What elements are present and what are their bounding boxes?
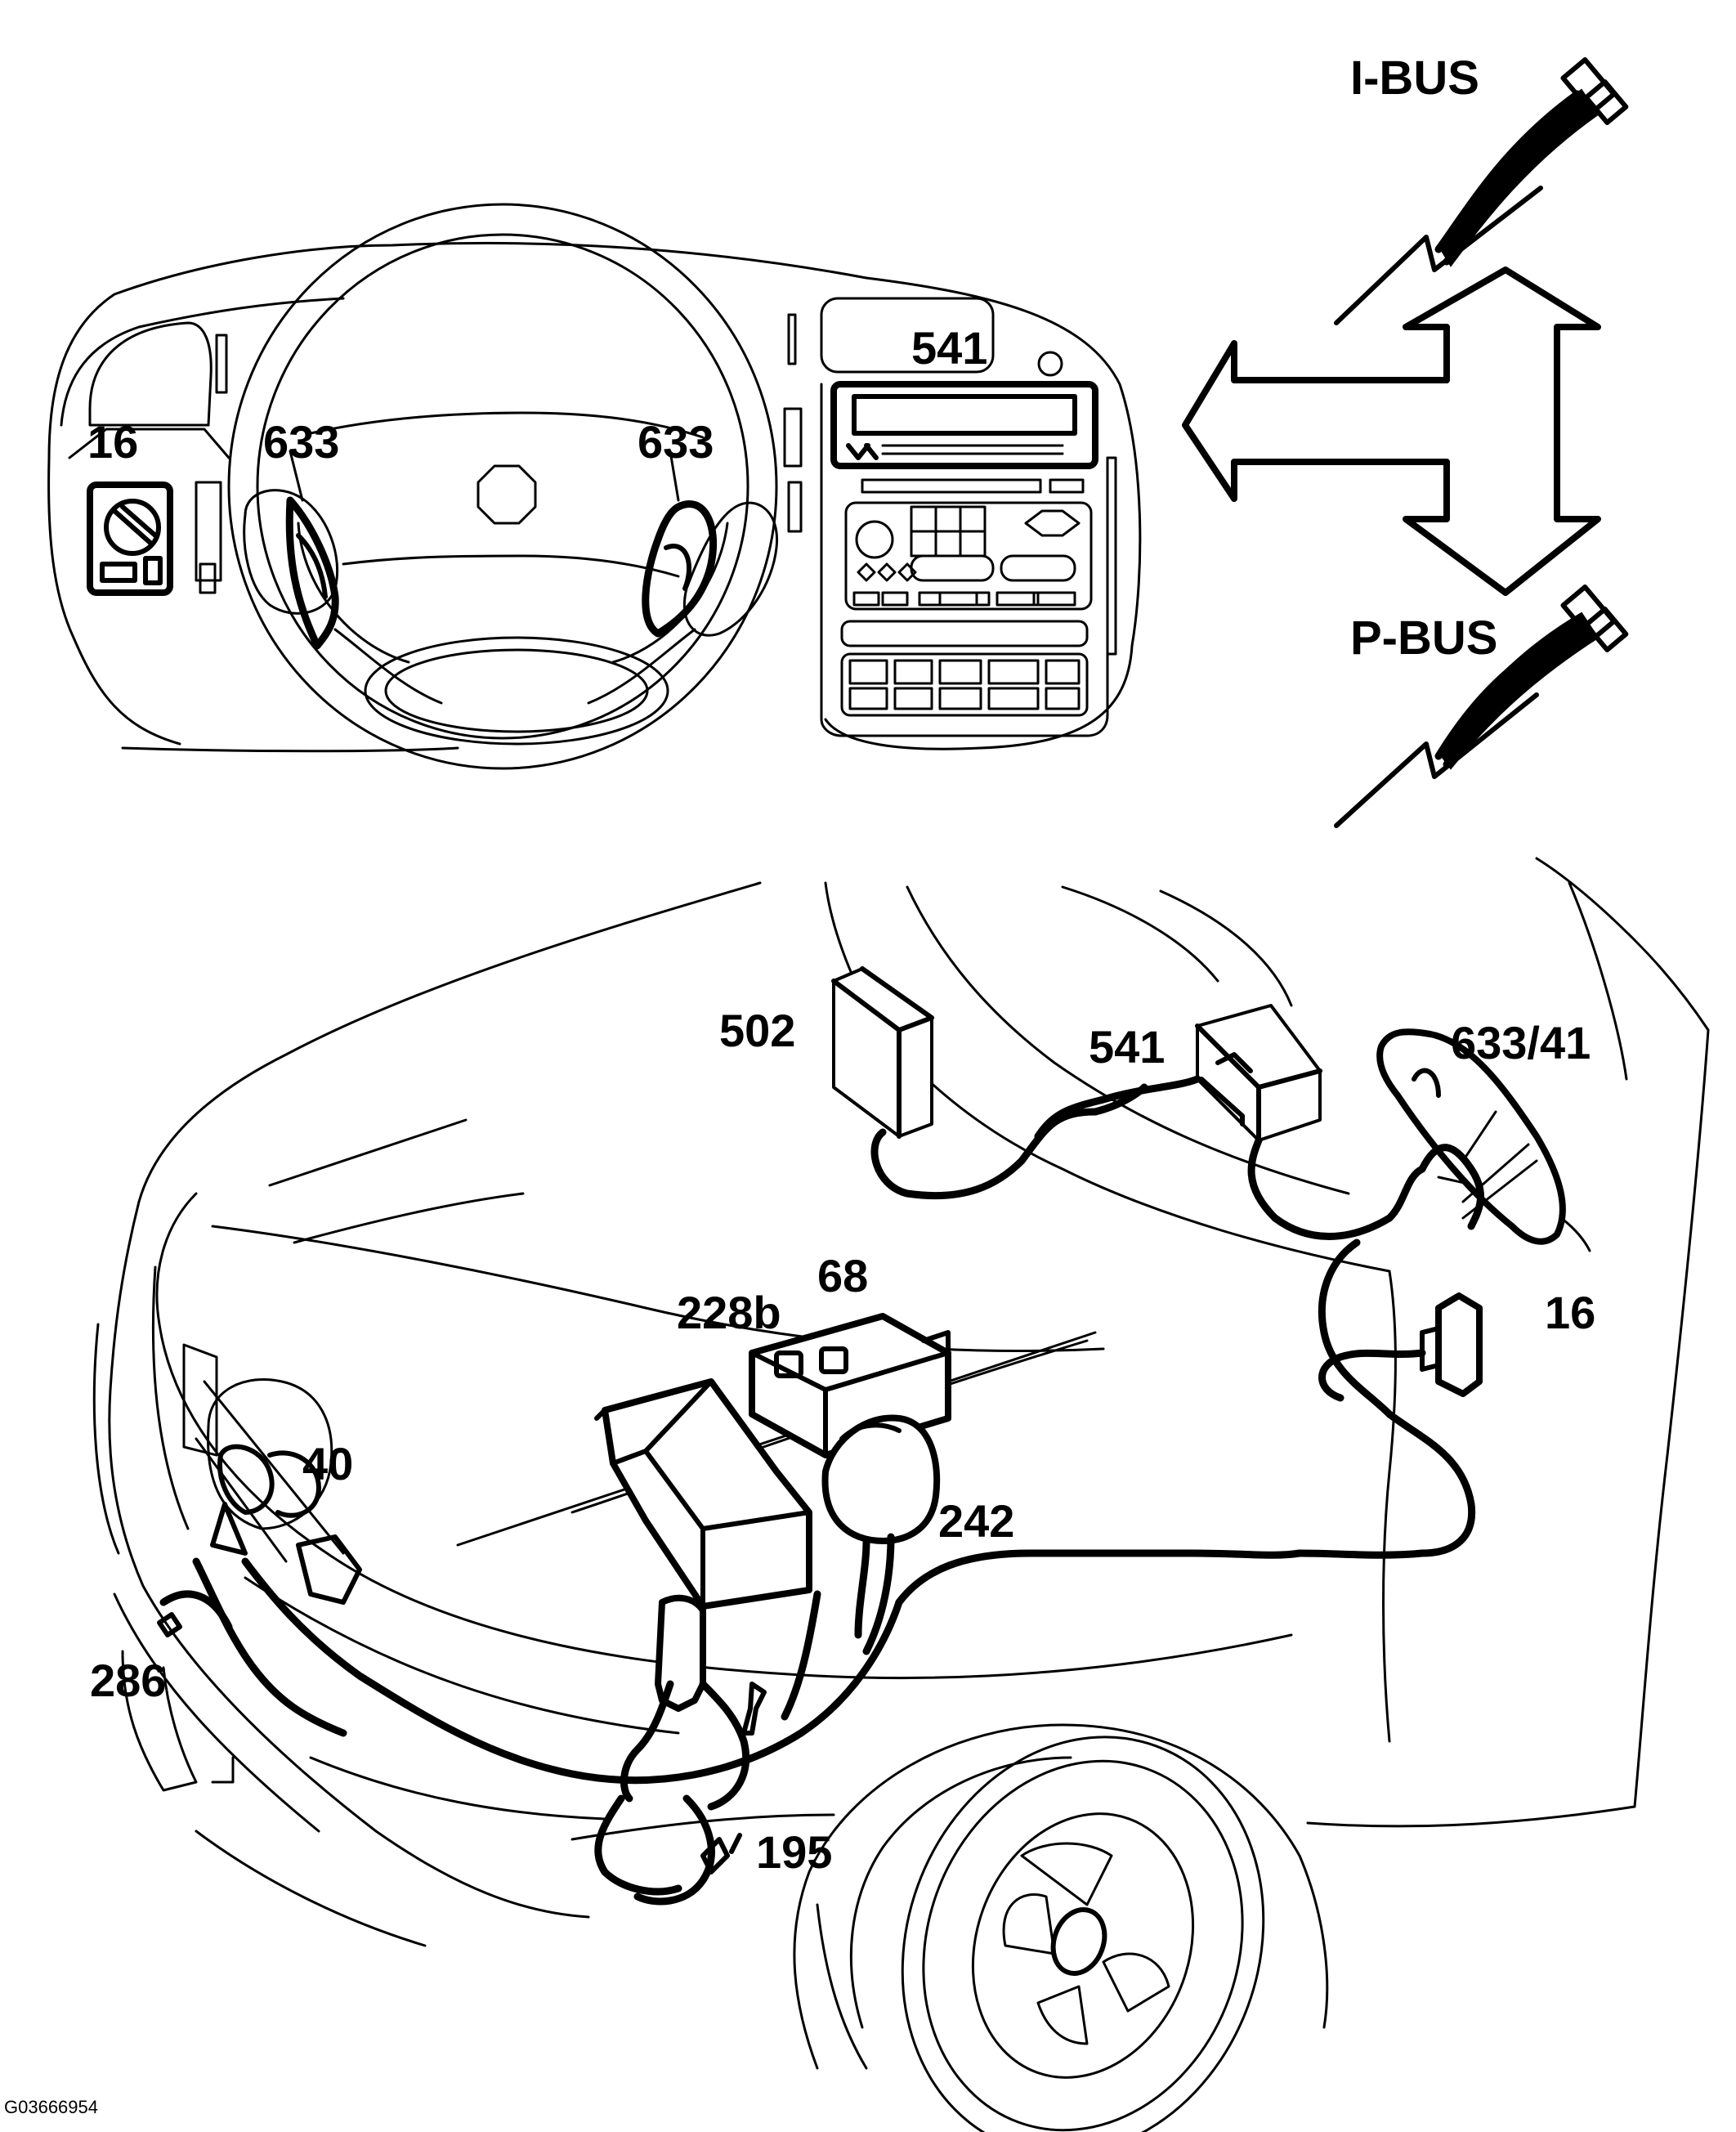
main-wiring-harness bbox=[157, 1549, 1304, 1906]
steering-wheel bbox=[227, 203, 778, 770]
callout-195: 195 bbox=[756, 1826, 832, 1878]
callout-633-right: 633 bbox=[638, 416, 714, 468]
bus-direction-arrow bbox=[1182, 266, 1601, 596]
center-console bbox=[783, 297, 1117, 737]
headlight-grille bbox=[182, 1343, 362, 1605]
callout-502: 502 bbox=[719, 1005, 795, 1056]
callout-16-vehicle: 16 bbox=[1545, 1287, 1595, 1338]
p-bus-connector bbox=[1334, 584, 1629, 828]
sid-display bbox=[830, 381, 1098, 469]
callout-228b: 228b bbox=[677, 1287, 781, 1338]
sid-module-541 bbox=[1034, 1004, 1426, 1240]
callout-541-dash: 541 bbox=[911, 322, 987, 374]
p-bus-label: P-BUS bbox=[1350, 611, 1497, 665]
steering-switch-633-41 bbox=[1376, 1028, 1566, 1245]
callout-16-dash: 16 bbox=[87, 416, 138, 468]
front-wheel bbox=[901, 1736, 1265, 2132]
callout-633-left: 633 bbox=[263, 416, 339, 468]
vehicle-view: 502 541 633/41 16 228b 68 40 242 286 195 bbox=[90, 857, 1710, 2132]
i-bus-label: I-BUS bbox=[1350, 52, 1479, 105]
callout-68: 68 bbox=[817, 1250, 868, 1301]
figure-id: G03666954 bbox=[4, 2097, 98, 2117]
dashboard-view: 16 633 633 541 bbox=[47, 203, 1142, 770]
light-switch-component bbox=[87, 481, 173, 596]
washer-reservoir bbox=[620, 1594, 767, 1811]
steering-switch-left bbox=[243, 489, 339, 650]
callout-242: 242 bbox=[938, 1495, 1014, 1547]
abs-unit-242 bbox=[821, 1414, 941, 1655]
callout-633-41: 633/41 bbox=[1451, 1017, 1591, 1068]
callout-286: 286 bbox=[90, 1655, 166, 1706]
bus-connections: I-BUS P-BUS bbox=[1182, 52, 1629, 828]
ignition-switch-16 bbox=[1295, 1238, 1483, 1559]
battery bbox=[594, 1378, 812, 1610]
callout-40: 40 bbox=[302, 1438, 353, 1489]
i-bus-connector bbox=[1334, 56, 1629, 325]
steering-switch-right bbox=[642, 500, 779, 638]
callout-541-vehicle: 541 bbox=[1089, 1021, 1165, 1073]
ecu-module-502 bbox=[831, 966, 1148, 1200]
